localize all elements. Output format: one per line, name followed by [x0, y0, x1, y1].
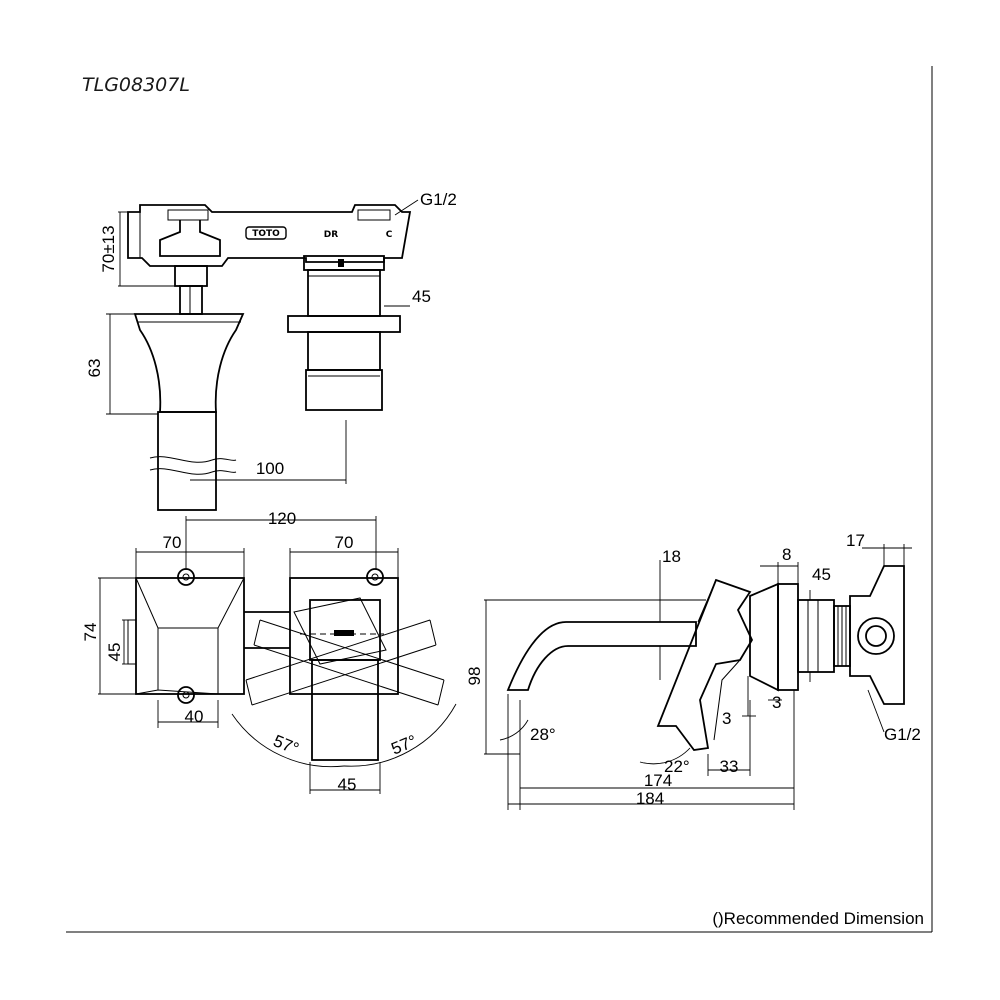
wall-flange [287, 315, 401, 333]
lever-shaft [157, 411, 217, 511]
dim-18: 18 [662, 547, 681, 566]
arc-57-right [343, 703, 457, 767]
stem-shaft [179, 285, 203, 315]
thread-label-side: G1/2 [884, 725, 921, 744]
dim-98: 98 [465, 667, 484, 686]
handle-rotated-right [253, 619, 445, 706]
stem-collar [174, 265, 208, 287]
marking-c: C [386, 230, 393, 240]
marking-dr: DR [324, 230, 338, 240]
left-cover-plate [135, 577, 245, 695]
dim-184: 184 [636, 789, 664, 808]
left-plate-facets [135, 577, 245, 695]
dim-45-left: 45 [105, 643, 124, 662]
recommended-dimension-note: ()Recommended Dimension [712, 909, 924, 928]
angle-22: 22° [664, 757, 690, 776]
outlet-ring-outer [857, 617, 895, 655]
dim-70-right: 70 [335, 533, 354, 552]
brand-label: TOTO [252, 229, 280, 239]
right-cover-plate [289, 577, 399, 695]
handle-top-rotated [293, 597, 387, 665]
break-line-2 [149, 468, 237, 475]
angle-28: 28° [530, 725, 556, 744]
dim-74: 74 [81, 623, 100, 642]
dim-45-top: 45 [412, 287, 431, 306]
dim-174: 174 [644, 771, 672, 790]
side-handle [656, 578, 754, 751]
model-code: TLG08307L [82, 74, 190, 96]
arc-28 [499, 719, 529, 741]
back-bracket [849, 565, 905, 705]
spout [506, 621, 697, 691]
lever-profile [133, 313, 245, 413]
dim-70-left: 70 [163, 533, 182, 552]
handle-rotated-left [245, 619, 437, 706]
dim-120: 120 [268, 509, 296, 528]
screw-bottom-left [177, 686, 195, 704]
dim-33: 33 [720, 757, 739, 776]
screw-top-left [177, 568, 195, 586]
side-flange [749, 582, 779, 692]
left-cap [127, 619, 137, 665]
cartridge-mark [338, 259, 344, 267]
outlet-ring-inner [865, 625, 887, 647]
dim-40: 40 [185, 707, 204, 726]
cartridge-body [307, 269, 381, 317]
arc-22 [639, 747, 691, 765]
cartridge-base [305, 369, 383, 411]
body-end-cap [127, 211, 141, 259]
valve-body-side [797, 599, 835, 673]
dim-8: 8 [782, 545, 791, 564]
thread-label-top: G1/2 [420, 190, 457, 209]
handle-lever-down [311, 659, 379, 761]
side-plate [777, 583, 799, 691]
break-line-1 [149, 456, 237, 463]
front-view: 57° 57° 120 70 70 74 45 4 [81, 509, 457, 794]
knob-stem-housing [159, 220, 221, 257]
screw-top-right [366, 568, 384, 586]
arc-57-left [231, 713, 345, 768]
side-view: 98 18 8 45 17 3 3 G1/2 28° 22° [465, 531, 921, 810]
angle-57-left: 57° [271, 731, 302, 758]
top-view: TOTO DR C 70±13 [85, 190, 457, 511]
angle-57-right: 57° [388, 731, 419, 758]
top-knob-seat [167, 209, 209, 221]
cartridge-lower [307, 331, 381, 371]
dim-45-bottom: 45 [338, 775, 357, 794]
outlet-seat [357, 209, 391, 221]
dim-3-left: 3 [722, 709, 731, 728]
dim-63: 63 [85, 359, 104, 378]
dim-70-13: 70±13 [99, 225, 118, 272]
brand-badge [245, 226, 287, 240]
dim-17: 17 [846, 531, 865, 550]
dim-45-side: 45 [812, 565, 831, 584]
valve-body-top [127, 204, 412, 267]
dim-3-right: 3 [772, 693, 781, 712]
dim-100: 100 [256, 459, 284, 478]
